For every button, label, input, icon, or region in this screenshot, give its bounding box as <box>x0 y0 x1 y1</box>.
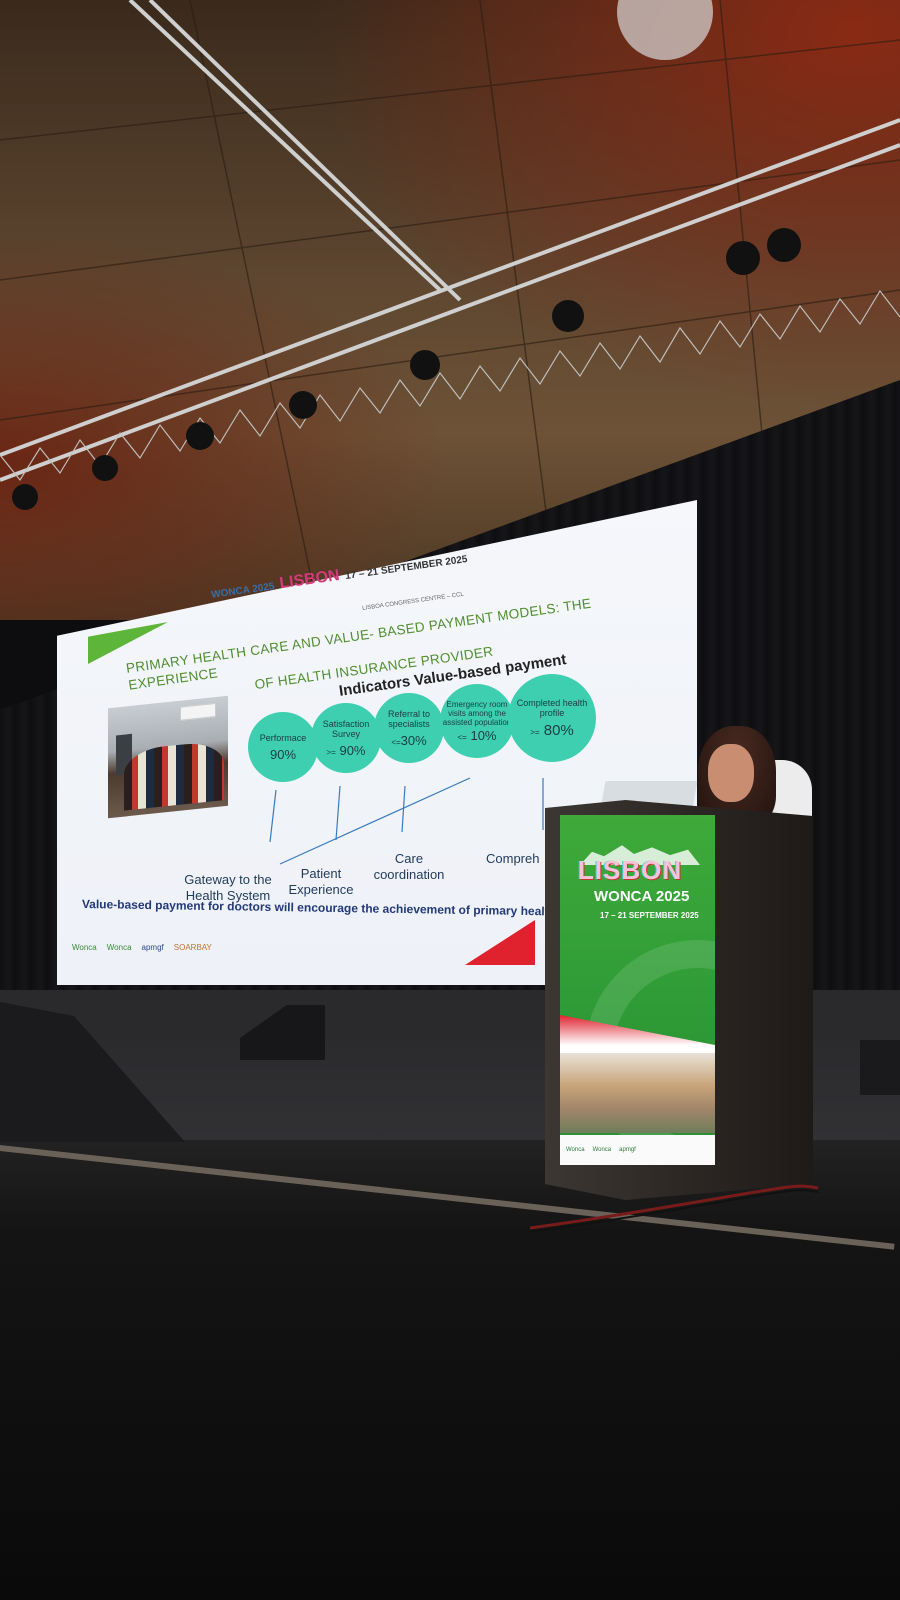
podium-dates: 17 – 21 SEPTEMBER 2025 <box>600 911 699 920</box>
indicator-value: >= 80% <box>530 721 574 739</box>
wonca-logo: Wonca <box>72 942 97 952</box>
category-comprehensive: Compreh <box>486 851 540 866</box>
indicator-value: 90% <box>269 746 297 762</box>
indicator-label: Completed health profile <box>516 697 588 718</box>
podium-cable <box>530 1184 819 1233</box>
slide-logos: Wonca Wonca apmgf SOARBAY <box>72 938 252 956</box>
group-of-people <box>124 740 224 811</box>
speaker-face <box>708 744 754 802</box>
indicator-label: Referral to specialists <box>387 708 431 729</box>
indicator-value: <=30% <box>391 732 427 748</box>
indicator-health-profile: Completed health profile >= 80% <box>508 674 596 762</box>
category-patient-experience: Patient Experience <box>288 866 354 897</box>
sponsor-logo: SOARBAY <box>173 942 212 952</box>
apmgf-logo: apmgf <box>141 942 164 952</box>
indicator-emergency: Emergency room visits among the assisted… <box>440 684 514 758</box>
team-photo <box>108 695 228 819</box>
indicator-referral: Referral to specialists <=30% <box>374 693 444 763</box>
stage-front <box>0 1140 900 1600</box>
lisbon-city-photo <box>560 1053 715 1133</box>
podium-title: LISBON <box>578 855 683 885</box>
indicator-performance: Performace 90% <box>248 712 318 782</box>
indicator-label: Performace <box>259 732 307 743</box>
podium-logos: Wonca Wonca apmgf <box>560 1135 715 1165</box>
apmgf-logo: apmgf <box>619 1147 636 1153</box>
indicator-value: >= 90% <box>326 742 366 758</box>
category-care-coordination: Care coordination <box>373 851 445 882</box>
indicator-label: Emergency room visits among the assisted… <box>442 699 512 727</box>
indicator-label: Satisfaction Survey <box>322 718 370 739</box>
podium-banner: LISBON WONCA 2025 17 – 21 SEPTEMBER 2025… <box>560 815 715 1165</box>
ceiling-truss <box>0 0 900 620</box>
indicator-arrows <box>269 777 544 865</box>
category-gateway: Gateway to the Health System <box>184 872 272 903</box>
wonca-logo-2: Wonca <box>592 1147 612 1153</box>
wonca-logo-2: Wonca <box>106 942 132 952</box>
indicator-value: <= 10% <box>457 727 497 743</box>
podium-subtitle: WONCA 2025 <box>594 888 690 905</box>
air-conditioner <box>180 702 216 721</box>
wonca-logo: Wonca <box>566 1147 585 1153</box>
indicator-satisfaction: Satisfaction Survey >= 90% <box>311 703 381 773</box>
stage-monitor-right <box>860 1040 900 1095</box>
